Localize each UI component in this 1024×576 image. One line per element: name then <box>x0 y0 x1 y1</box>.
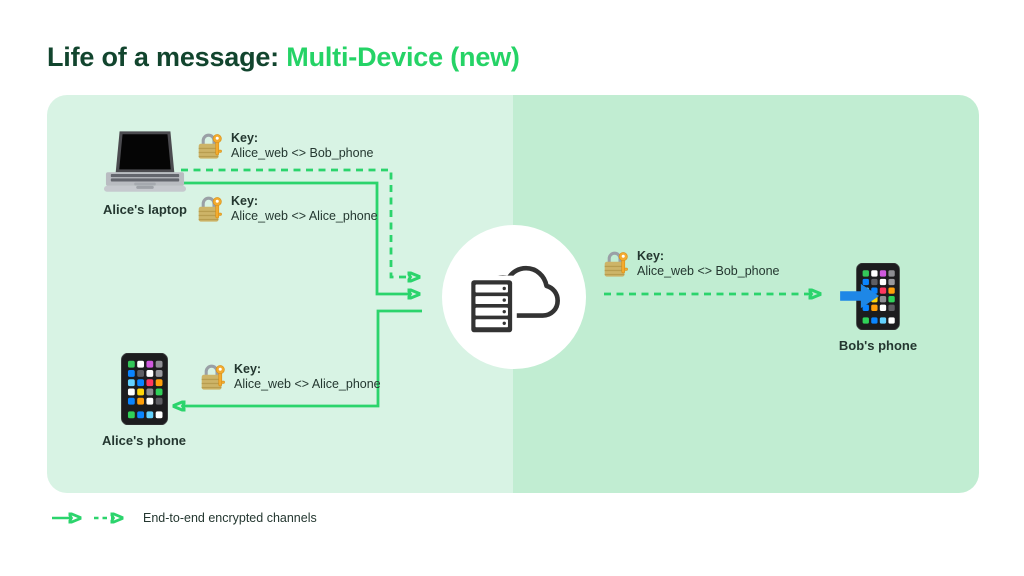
device-bob-phone: Bob's phone <box>830 263 926 353</box>
key-pair: Alice_web <> Alice_phone <box>234 377 381 391</box>
device-alice-phone: Alice's phone <box>96 353 192 448</box>
key-pair: Alice_web <> Bob_phone <box>231 146 374 160</box>
device-label: Alice's phone <box>102 433 186 448</box>
title-prefix: Life of a message: <box>47 42 279 72</box>
legend-label: End-to-end encrypted channels <box>143 511 317 525</box>
key-pair: Alice_web <> Bob_phone <box>637 264 780 278</box>
key-pair: Alice_web <> Alice_phone <box>231 209 378 223</box>
server-cloud-icon <box>462 258 566 336</box>
page-title: Life of a message: Multi-Device (new) <box>47 42 520 73</box>
server-circle <box>442 225 586 369</box>
diagram-panel: Alice's laptop Alice's phone Bob's phone… <box>47 95 979 493</box>
smartphone-icon <box>121 353 168 425</box>
device-label: Bob's phone <box>838 338 918 353</box>
lock-with-key-icon <box>199 362 226 392</box>
lock-with-key-icon <box>196 131 223 161</box>
key-heading: Key: <box>234 362 262 376</box>
key-heading: Key: <box>231 131 259 145</box>
key-label-laptop-alice-phone: Key: Alice_web <> Alice_phone <box>196 194 378 224</box>
legend-arrows <box>52 510 168 526</box>
key-heading: Key: <box>637 249 665 263</box>
title-highlight: Multi-Device (new) <box>286 42 520 72</box>
device-alice-laptop: Alice's laptop <box>97 131 193 217</box>
device-label: Alice's laptop <box>103 202 187 217</box>
legend: End-to-end encrypted channels <box>50 510 317 526</box>
laptop-icon <box>104 131 186 194</box>
blue-message-arrow-icon <box>836 283 884 309</box>
key-label-server-bob: Key: Alice_web <> Bob_phone <box>602 249 779 279</box>
lock-with-key-icon <box>196 194 223 224</box>
key-label-laptop-bob: Key: Alice_web <> Bob_phone <box>196 131 373 161</box>
key-heading: Key: <box>231 194 259 208</box>
lock-with-key-icon <box>602 249 629 279</box>
key-label-alice-phone: Key: Alice_web <> Alice_phone <box>199 362 381 392</box>
